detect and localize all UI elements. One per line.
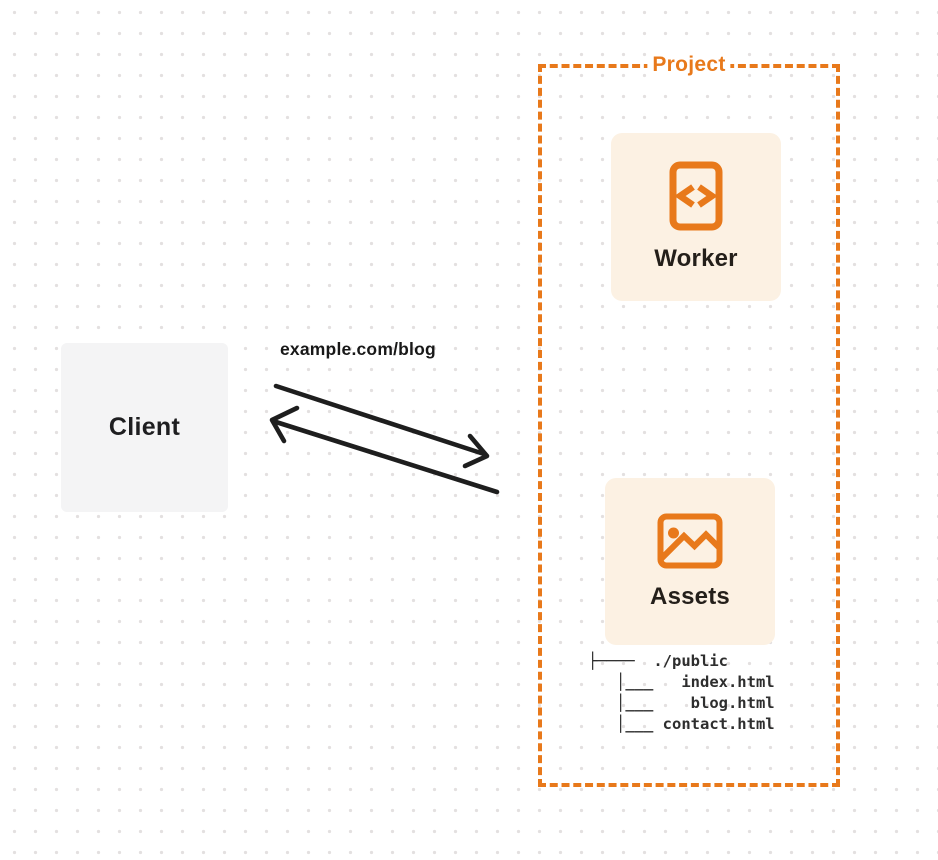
request-url-label: example.com/blog: [280, 339, 436, 359]
file-tree-line-contact: │___ contact.html: [588, 715, 775, 733]
file-tree-line-index: │___ index.html: [588, 673, 775, 691]
file-tree-line-blog: │___ blog.html: [588, 694, 775, 712]
assets-node: Assets: [605, 478, 775, 645]
response-arrowhead-icon: [269, 405, 300, 444]
code-file-icon: [669, 161, 723, 231]
worker-node: Worker: [611, 133, 781, 301]
request-arrowhead-icon: [462, 433, 490, 469]
project-title: Project: [647, 51, 731, 78]
file-tree: ├──── ./public │___ index.html │___ blog…: [588, 651, 775, 735]
response-arrow-shaft: [273, 419, 500, 495]
file-tree-line-public: ├──── ./public: [588, 652, 728, 670]
client-node: Client: [61, 343, 228, 512]
worker-label: Worker: [654, 245, 738, 272]
assets-label: Assets: [650, 582, 730, 610]
request-arrow-shaft: [273, 383, 487, 457]
client-label: Client: [108, 413, 181, 441]
image-icon: [657, 513, 723, 568]
project-container: Project Worker Assets ├──── ./public │__…: [538, 51, 840, 787]
